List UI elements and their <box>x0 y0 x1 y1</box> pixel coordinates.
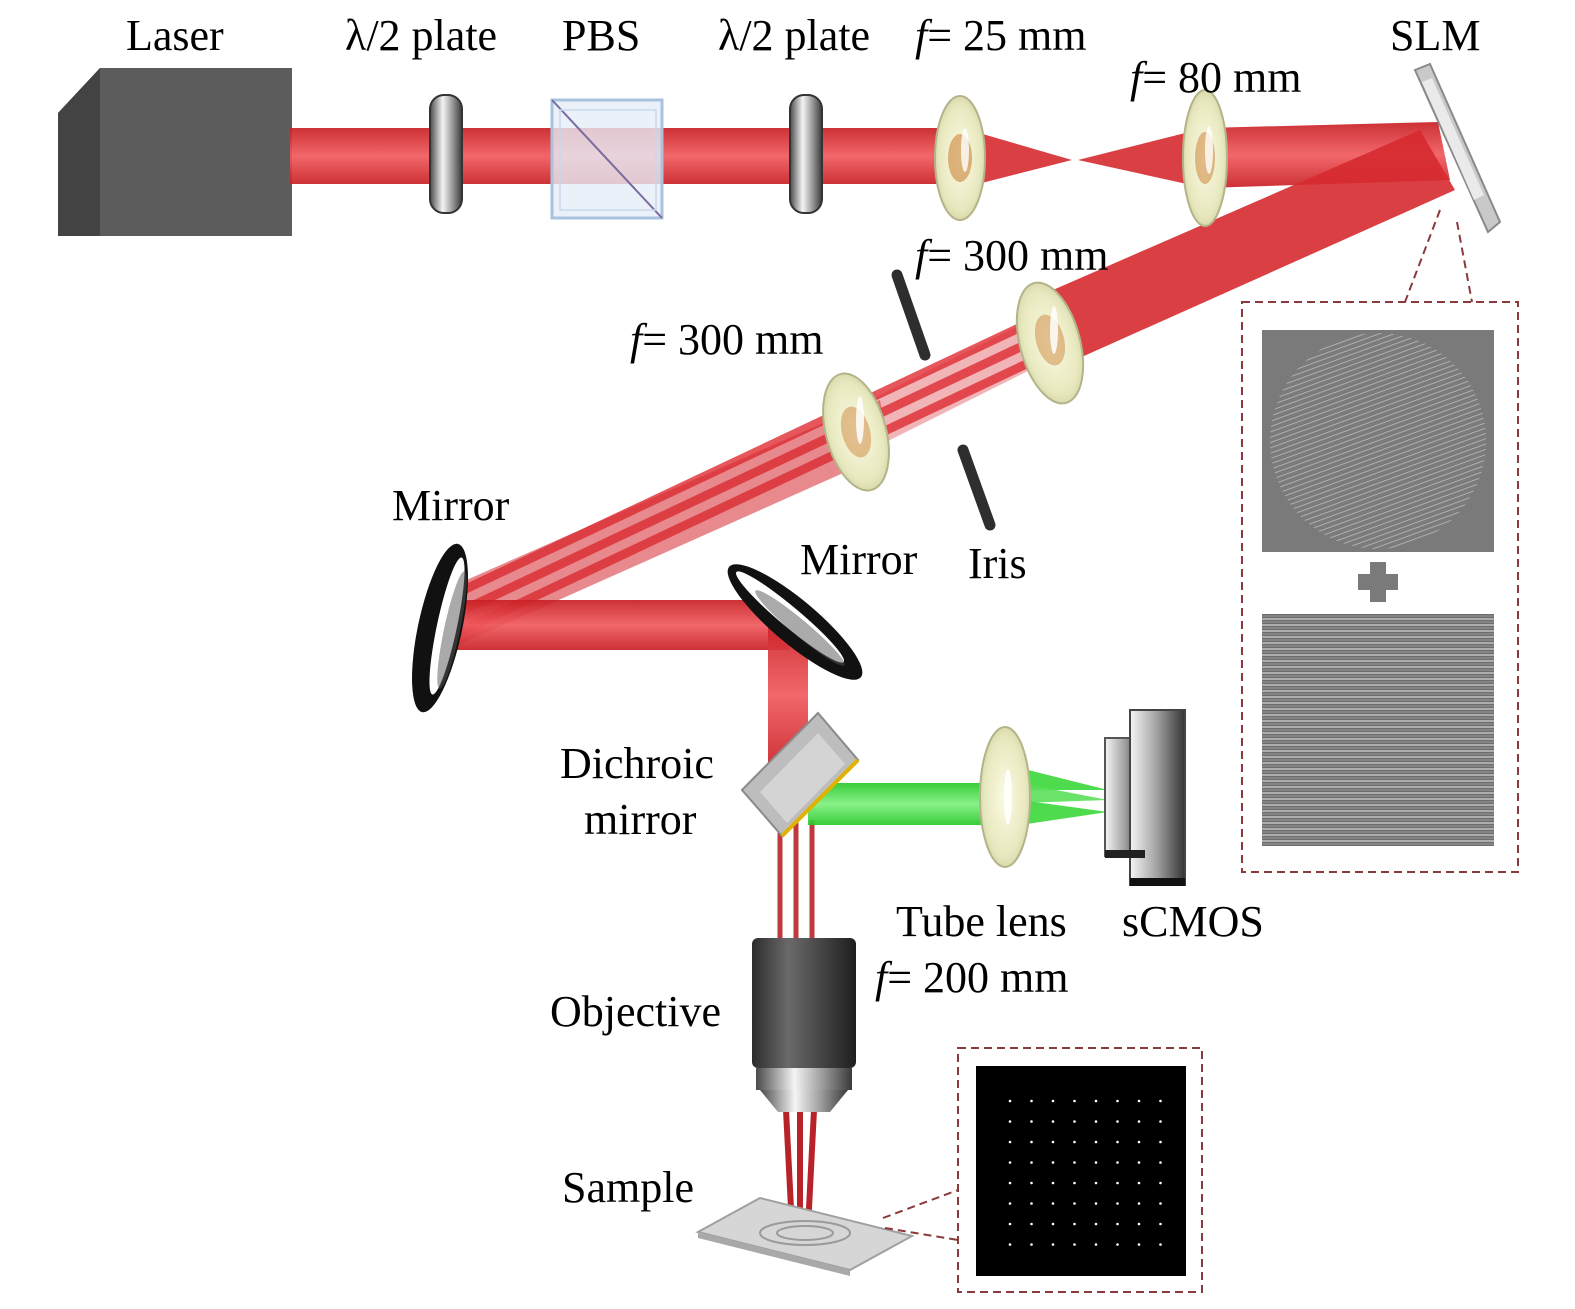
laser-beam-horizontal <box>290 122 1450 188</box>
lens-f25 <box>934 95 986 221</box>
label-mirror-left: Mirror <box>392 481 510 530</box>
label-lens-f25-value: = 25 mm <box>927 11 1087 60</box>
label-laser: Laser <box>126 11 224 60</box>
label-dichroic-line2: mirror <box>584 795 697 844</box>
label-tube-lens: Tube lens <box>896 897 1067 946</box>
label-f-symbol: f <box>875 953 888 1002</box>
label-iris: Iris <box>968 539 1027 588</box>
pbs-cube <box>550 98 664 220</box>
label-lens-f300-upper-value: = 300 mm <box>927 231 1109 280</box>
sample-slide <box>695 1196 915 1276</box>
spot-array-inset <box>957 1047 1203 1293</box>
label-lens-f25: f= 25 mm <box>915 14 1087 58</box>
label-objective: Objective <box>550 987 722 1036</box>
label-f-symbol: f <box>915 11 928 60</box>
iris-blade-upper <box>891 269 931 361</box>
fluorescence-beam <box>808 768 1108 825</box>
label-half-wave-plate-2: λ/2 plate <box>718 11 871 60</box>
lens-f300-lower <box>822 372 890 492</box>
slm-device <box>1413 62 1502 234</box>
label-lens-f300-lower: f= 300 mm <box>630 318 824 362</box>
label-lens-f300-lower-value: = 300 mm <box>642 315 824 364</box>
mirror-left <box>412 543 468 713</box>
laser-beams-objective <box>777 820 815 940</box>
label-f-symbol: f <box>630 315 643 364</box>
half-wave-plate-2 <box>789 94 823 214</box>
lens-f300-upper <box>1015 281 1085 405</box>
label-tube-lens-f: f= 200 mm <box>875 956 1069 1000</box>
label-f-symbol: f <box>915 231 928 280</box>
label-lens-f80: f= 80 mm <box>1130 56 1302 100</box>
half-wave-plate-1 <box>429 94 463 214</box>
laser-beam-diagonal-slm <box>1030 130 1455 360</box>
label-tube-lens-f-value: = 200 mm <box>887 953 1069 1002</box>
lens-f80 <box>1182 89 1228 227</box>
label-mirror-right: Mirror <box>800 535 918 584</box>
mirror-right <box>727 564 863 680</box>
slm-hologram-inset <box>1241 301 1519 873</box>
label-lens-f80-value: = 80 mm <box>1142 53 1302 102</box>
label-pbs: PBS <box>562 11 641 60</box>
label-half-wave-plate-1: λ/2 plate <box>345 11 498 60</box>
sample-inset-connector <box>882 1189 959 1241</box>
scmos-camera <box>1104 709 1186 886</box>
label-scmos: sCMOS <box>1122 897 1264 946</box>
slm-inset-connector <box>1404 209 1473 303</box>
label-sample: Sample <box>562 1163 694 1212</box>
label-dichroic-line1: Dichroic <box>560 739 714 788</box>
laser-body <box>58 68 292 236</box>
plus-icon <box>1358 562 1398 602</box>
label-f-symbol: f <box>1130 53 1143 102</box>
tube-lens <box>979 726 1031 868</box>
dichroic-mirror <box>740 711 860 838</box>
label-slm: SLM <box>1390 11 1481 60</box>
objective-lens <box>752 938 856 1112</box>
iris-blade-lower <box>957 444 996 531</box>
label-lens-f300-upper: f= 300 mm <box>915 234 1109 278</box>
hologram-grating-pattern <box>1262 614 1494 846</box>
